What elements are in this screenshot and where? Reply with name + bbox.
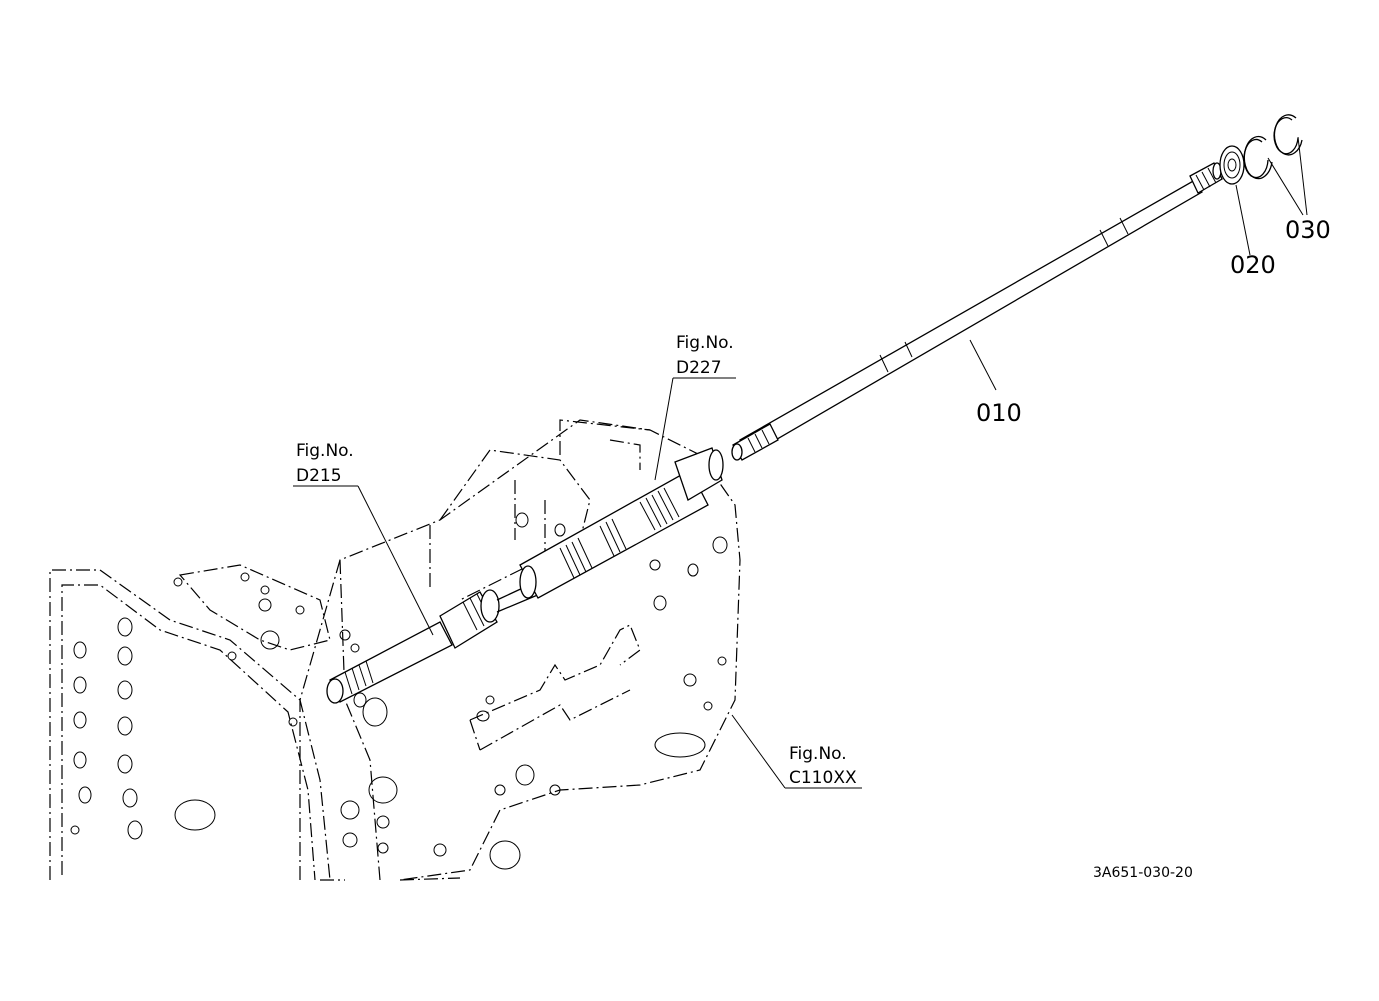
leader-lines bbox=[293, 136, 1308, 789]
collar-020 bbox=[1219, 145, 1245, 185]
part-label-010: 010 bbox=[976, 399, 1022, 427]
ref-d227-line2: D227 bbox=[676, 358, 722, 378]
part-label-030: 030 bbox=[1285, 216, 1331, 244]
ref-d227-line1: Fig.No. bbox=[676, 333, 734, 353]
ref-c110xx-line1: Fig.No. bbox=[789, 744, 847, 764]
main-shaft-010 bbox=[731, 162, 1223, 461]
ref-d215-line2: D215 bbox=[296, 466, 342, 486]
input-shaft-d215 bbox=[326, 579, 541, 704]
part-label-020: 020 bbox=[1230, 251, 1276, 279]
counter-shaft-d227 bbox=[519, 447, 724, 599]
ref-c110xx-line2: C110XX bbox=[789, 768, 857, 788]
circlips-030 bbox=[1243, 114, 1303, 180]
ref-d215-line1: Fig.No. bbox=[296, 441, 354, 461]
drawing-code: 3A651-030-20 bbox=[1093, 865, 1193, 881]
transmission-housing bbox=[49, 419, 741, 881]
